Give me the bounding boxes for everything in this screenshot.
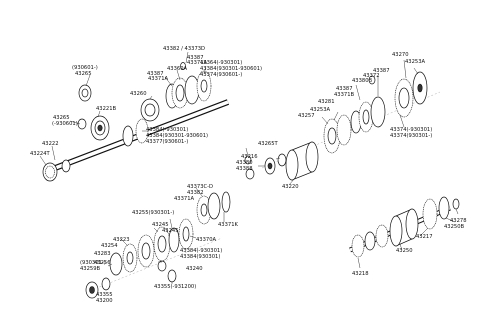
part-label: 43254 [101,243,118,249]
part-label: (930601-) [72,65,98,71]
spring-a [180,62,186,70]
part-label: 43384(-930301) [180,248,222,254]
part-label: (-930601) [52,121,78,127]
part-label: 43283 [94,251,111,257]
washer-43278 [452,198,460,210]
part-label: 43221B [96,106,117,112]
part-label: 43373C-D [187,184,213,190]
sync-sleeve-a [184,75,200,105]
gear-43281 [336,114,352,146]
part-label: 43265 [53,115,70,121]
washer-43355 [101,277,111,291]
part-label: 43374(-930301) [390,127,432,133]
part-label: 43222 [42,141,59,147]
washer-43355b [167,269,177,283]
part-label: 43257 [298,113,315,119]
gear-43217 [422,198,438,230]
part-label: 43387 [147,71,164,77]
part-label: 43260 [130,91,147,97]
ring-43255 [168,227,180,253]
part-label: 43218 [352,271,369,277]
part-label: 43371A [187,60,208,66]
part-label: 43371A [174,196,195,202]
sync-sleeve-b [370,96,386,128]
output-cluster-group [258,59,441,186]
part-label: 43255(930301-) [132,210,174,216]
part-label: 43374(930601-) [200,72,242,78]
part-label: 43380B [352,78,373,84]
sync-sleeve-c [207,192,221,220]
washer-43380 [277,153,287,167]
center-sync-group [195,147,255,225]
part-label: 43200 [96,298,113,304]
countershaft-group [85,218,223,299]
part-label: 43270 [392,52,409,58]
part-label: 43387 [336,86,353,92]
part-label: 43374(930301-) [390,133,432,139]
part-label: 43245 [162,228,179,234]
part-label: 43382 [187,190,204,196]
part-label: 43384(-930301) [146,127,188,133]
part-label: 43355(-931200) [154,284,196,290]
part-label: 43250B [444,224,465,230]
part-label: 43364(-930301) [200,60,242,66]
part-label: 43223 [113,237,130,243]
part-label: 43256 [94,260,111,266]
part-label: 43384(930301-930601) [146,133,208,139]
part-label: 43384(930301-930601) [200,66,262,72]
part-label: 43220 [282,184,299,190]
part-labels: (930601-) 43265 43221B 43265 (-930601) 4… [30,46,467,304]
part-label: 43371B [334,92,355,98]
part-label: 43281 [318,99,335,105]
ring-43371k [221,191,231,213]
part-label: 43384(930301) [180,254,220,260]
output-shaft-group [349,196,460,269]
part-label: 43278 [450,218,467,224]
key-c [245,168,255,180]
washer-43240 [157,260,167,272]
part-label: 43253A [405,59,426,65]
part-label: 43253A [310,107,331,113]
part-label: 43265 [75,71,92,77]
part-label: 43217 [416,234,433,240]
part-label: 43387 [187,55,204,61]
part-label: 43240 [186,266,203,272]
part-label: 43250 [396,248,413,254]
shaft-collar [61,159,71,173]
gear-a [122,125,134,147]
part-label: 43372 [363,73,380,79]
spring-b [368,75,376,85]
part-label: 43377(930601-) [146,139,188,145]
part-label: 43380 [236,160,253,166]
part-label: 43360A [167,66,188,72]
gear-43218 [351,234,365,258]
part-label: 43224T [30,151,51,157]
ring-43250b [438,196,450,220]
part-label: 43388 [236,166,253,172]
part-label: 43259B [80,266,101,272]
part-label: 43265T [258,141,279,147]
part-label: 43245 [152,222,169,228]
washer-lower [77,118,87,130]
input-shaft-group [39,51,230,182]
part-label: (930301-) [80,260,106,266]
part-label: 43382 / 43373D [163,46,205,52]
part-label: 43355 [96,292,113,298]
part-label: 43387 [373,68,390,74]
part-label: 43370A [196,237,217,243]
part-label: 43371A [148,76,169,82]
part-label: 43216 [241,154,258,160]
gear-43259b [109,252,123,276]
part-label: 43371K [218,222,239,228]
